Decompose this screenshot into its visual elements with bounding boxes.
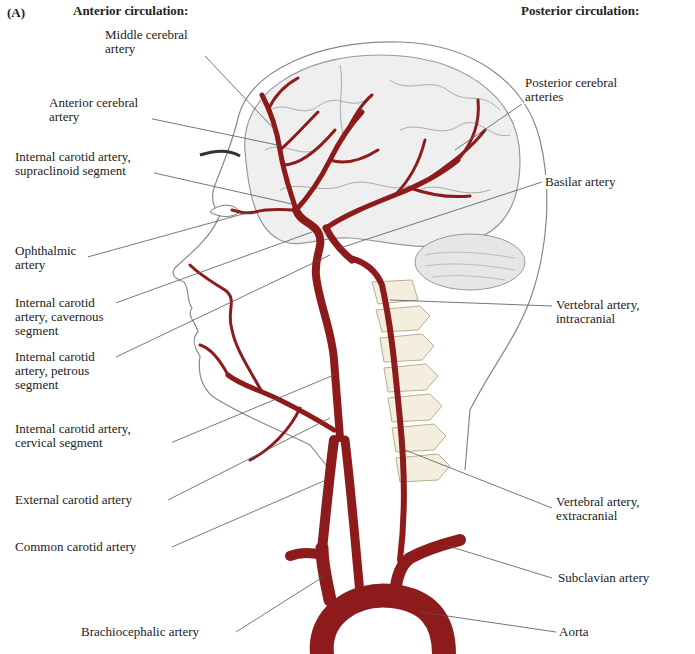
part-label: Posterior cerebral arteries [524, 76, 636, 104]
part-label: Internal carotid artery, supraclinoid se… [14, 150, 154, 178]
part-label: Internal carotid artery, cervical segmen… [14, 422, 172, 450]
section-heading: Anterior circulation: [72, 4, 189, 18]
part-label: Anterior cerebral artery [48, 96, 152, 124]
part-label: Middle cerebral artery [104, 28, 208, 56]
part-label: Common carotid artery [14, 540, 137, 554]
panel-letter: (A) [6, 6, 26, 20]
brain-gyri [265, 65, 510, 193]
part-label: Subclavian artery [557, 571, 650, 585]
section-heading: Posterior circulation: [520, 4, 640, 18]
head-outline [173, 42, 547, 470]
part-label: Vertebral artery, extracranial [555, 495, 682, 523]
cerebellum-folia [425, 252, 515, 280]
leader-lines [72, 56, 556, 632]
cerebellum [415, 234, 525, 290]
part-label: External carotid artery [14, 493, 133, 507]
part-label: Vertebral artery, intracranial [555, 298, 682, 326]
eyebrow [200, 151, 240, 156]
part-label: Brachiocephalic artery [80, 625, 200, 639]
part-label: Internal carotid artery, petrous segment [14, 350, 116, 392]
part-label: Basilar artery [544, 175, 616, 189]
cervical-spine [372, 280, 450, 482]
part-label: Ophthalmic artery [14, 244, 88, 272]
brain [245, 55, 520, 246]
part-label: Internal carotid artery, cavernous segme… [14, 296, 116, 338]
part-label: Aorta [558, 625, 590, 639]
arteries [190, 78, 485, 654]
